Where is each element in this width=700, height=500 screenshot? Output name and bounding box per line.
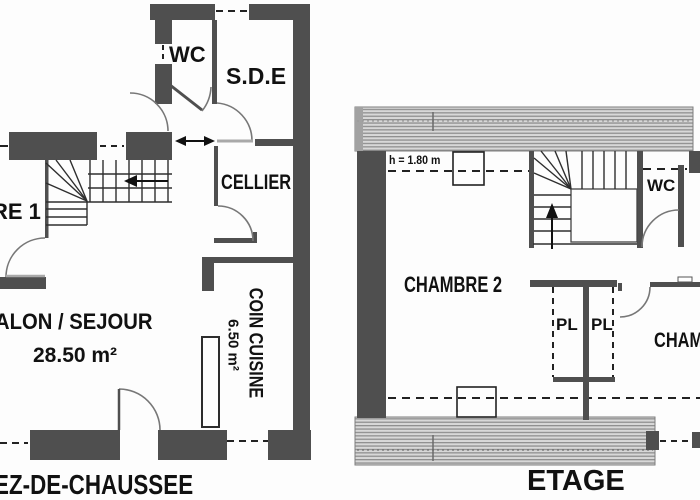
ground-windows-dashed	[0, 10, 268, 444]
height-note: h = 1.80 m	[389, 153, 441, 167]
roof-hatch-bottom	[354, 416, 656, 466]
plan-title-ground: EZ-DE-CHAUSSEE	[0, 469, 194, 500]
velux-bottom	[456, 386, 497, 418]
ground-doors	[5, 83, 254, 431]
etage-stairs	[533, 150, 638, 245]
room-label-chambre2: CHAMBRE 2	[404, 272, 503, 297]
ground-walls	[0, 4, 311, 460]
window-sill	[677, 276, 693, 283]
etage-walls	[357, 151, 700, 450]
roof-hatch-top	[354, 106, 694, 152]
ground-stairs	[45, 159, 172, 226]
room-area-coin-cuisine: 6.50 m²	[224, 319, 242, 371]
room-label-salon-sejour: ALON / SEJOUR	[0, 309, 153, 334]
room-label-wc-etage: WC	[647, 176, 676, 195]
etage-stairs-arrow	[546, 203, 558, 249]
room-label-coin-cuisine: COIN CUISINE	[244, 287, 266, 399]
room-label-cellier: CELLIER	[221, 171, 292, 194]
closet-label-pl-left: PL	[556, 315, 578, 334]
room-label-chambre1: RE 1	[0, 199, 41, 224]
closet-label-pl-right: PL	[591, 315, 613, 334]
plan-title-etage: ETAGE	[527, 465, 625, 497]
etage-dashed-lines	[388, 168, 700, 442]
room-label-chambre3: CHAM	[654, 329, 700, 352]
ground-arrows	[124, 136, 215, 187]
etage-doors	[619, 209, 680, 318]
room-area-salon: 28.50 m²	[33, 344, 118, 367]
room-label-wc-ground: WC	[169, 42, 206, 67]
room-label-sde: S.D.E	[226, 63, 287, 89]
kitchen-counter	[201, 336, 220, 428]
velux-top	[452, 151, 485, 186]
